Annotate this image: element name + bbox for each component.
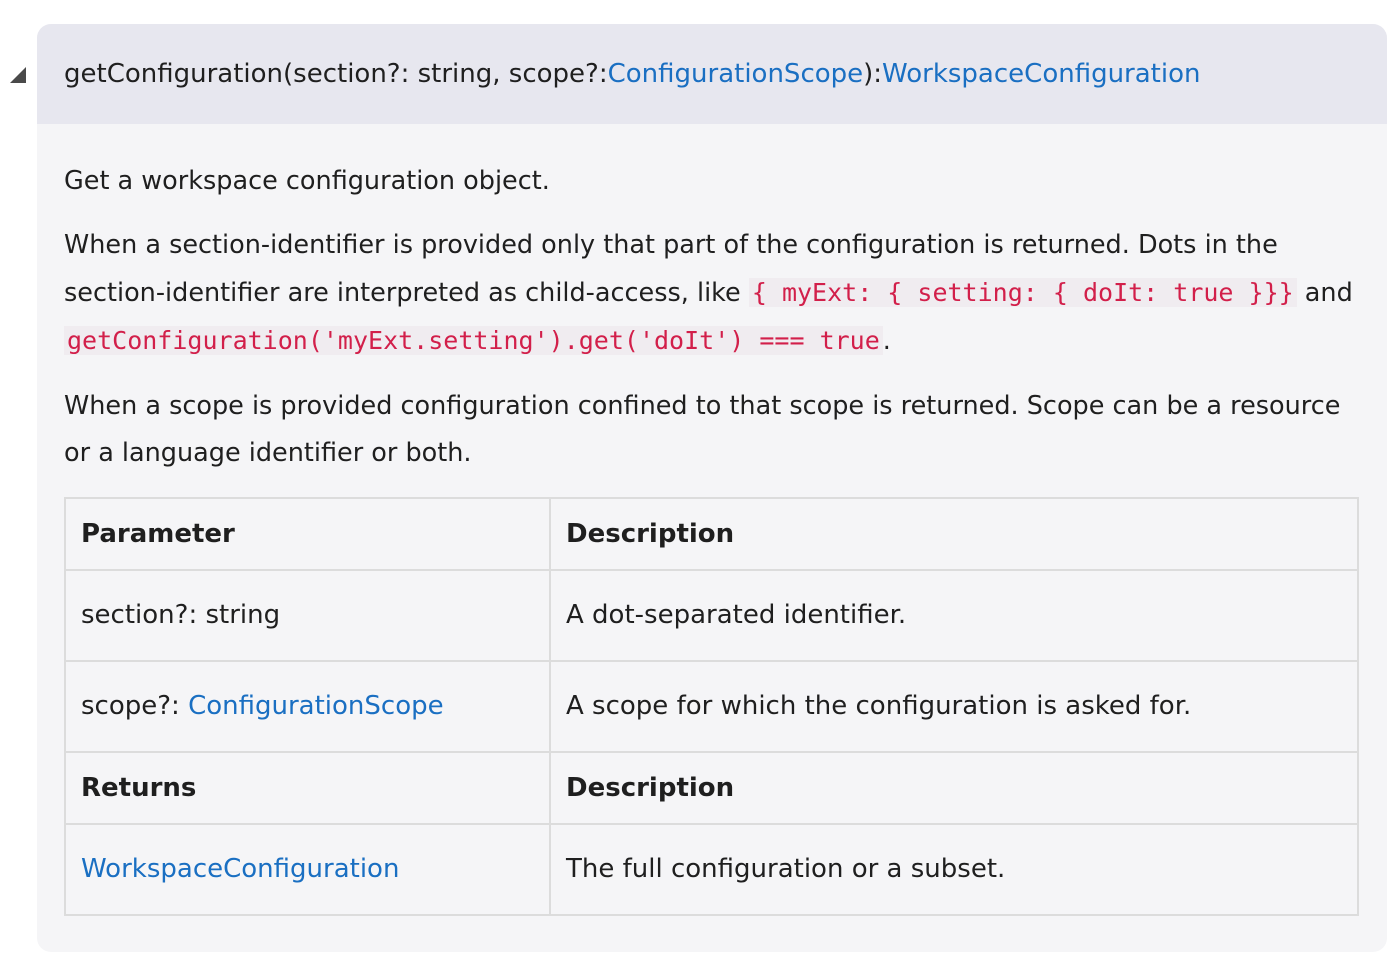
section-paragraph-text-c: . — [882, 326, 891, 356]
description-header: Description — [549, 751, 1359, 825]
table-row: section?: string A dot-separated identif… — [64, 569, 1359, 662]
table-header-row: Returns Description — [64, 751, 1359, 825]
param-description: A dot-separated identifier. — [549, 569, 1359, 662]
summary-text: Get a workspace configuration object. — [64, 166, 550, 196]
table-row: WorkspaceConfiguration The full configur… — [64, 823, 1359, 916]
signature-mid: ): — [863, 59, 883, 89]
section-paragraph-text-a: When a section-identifier is provided on… — [64, 230, 1278, 308]
code-example-call: getConfiguration('myExt.setting').get('d… — [64, 326, 883, 355]
param-name: scope?: ConfigurationScope — [64, 660, 551, 753]
api-member-card: getConfiguration(section?: string, scope… — [37, 24, 1387, 952]
returns-header: Returns — [64, 751, 551, 825]
signature-prefix: getConfiguration(section?: string, scope… — [64, 59, 608, 89]
return-type-link[interactable]: WorkspaceConfiguration — [81, 854, 400, 884]
section-paragraph: When a section-identifier is provided on… — [64, 222, 1360, 365]
scope-type-link[interactable]: ConfigurationScope — [607, 59, 864, 89]
param-type-link[interactable]: ConfigurationScope — [188, 691, 444, 721]
table-row: scope?: ConfigurationScope A scope for w… — [64, 660, 1359, 753]
member-description: Get a workspace configuration object. Wh… — [37, 124, 1387, 916]
code-example-object: { myExt: { setting: { doIt: true }}} — [748, 278, 1297, 307]
collapse-triangle-icon[interactable] — [10, 67, 26, 83]
scope-paragraph: When a scope is provided configuration c… — [64, 391, 1341, 468]
param-description: A scope for which the configuration is a… — [549, 660, 1359, 753]
parameters-table: Parameter Description section?: string A… — [64, 497, 1359, 916]
member-signature: getConfiguration(section?: string, scope… — [37, 24, 1387, 124]
return-type: WorkspaceConfiguration — [64, 823, 551, 916]
return-description: The full configuration or a subset. — [549, 823, 1359, 916]
param-name-prefix: scope?: — [81, 691, 189, 721]
table-header-row: Parameter Description — [64, 497, 1359, 571]
return-type-link[interactable]: WorkspaceConfiguration — [882, 59, 1201, 89]
section-paragraph-text-b: and — [1296, 278, 1353, 308]
description-header: Description — [549, 497, 1359, 571]
parameter-header: Parameter — [64, 497, 551, 571]
param-name: section?: string — [64, 569, 551, 662]
